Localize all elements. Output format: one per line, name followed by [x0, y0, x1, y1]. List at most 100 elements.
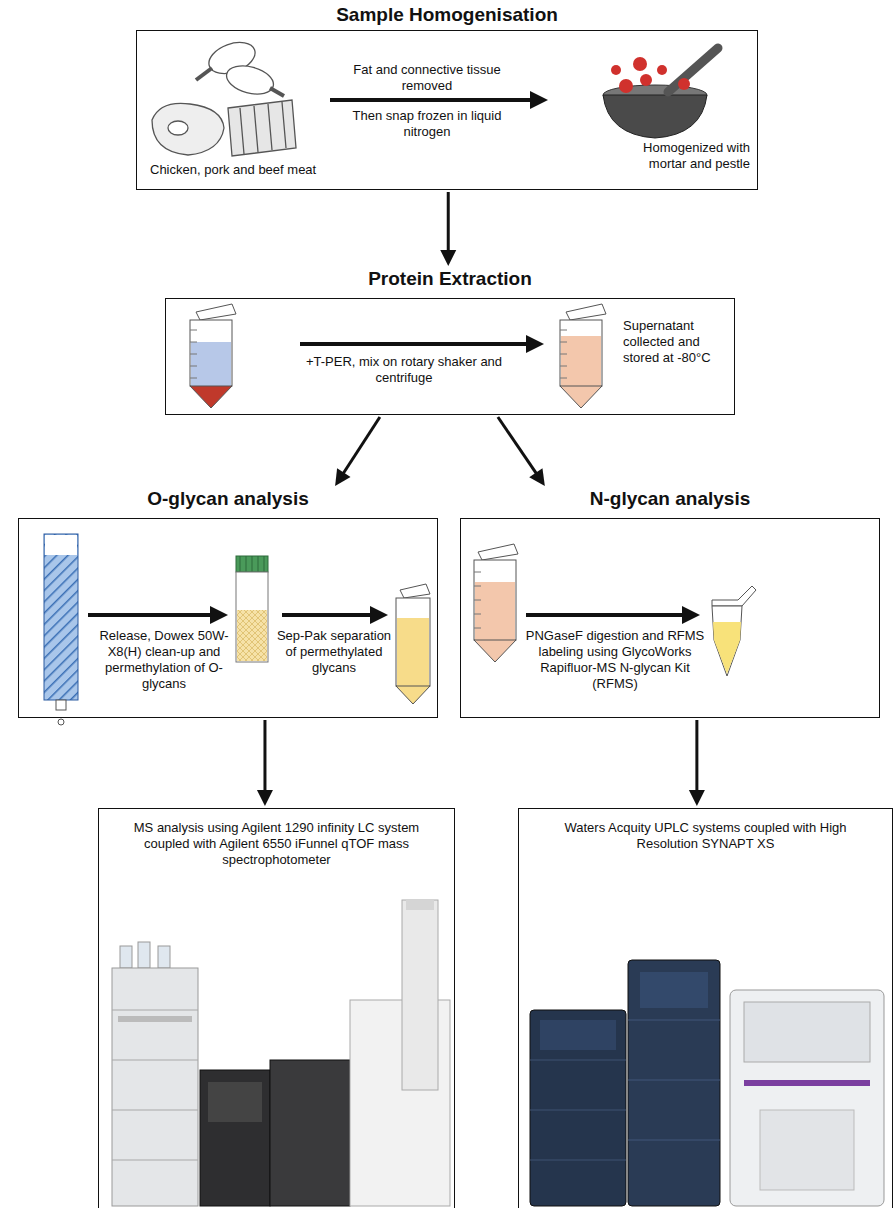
- illustration-part: [58, 719, 64, 725]
- illustration-part: [530, 1010, 626, 1206]
- process-arrow: [526, 606, 700, 624]
- vial: [236, 556, 268, 662]
- illustration-part: [152, 103, 224, 155]
- illustration-part: [208, 1082, 262, 1122]
- illustration-part: [619, 79, 633, 93]
- tube: [396, 584, 430, 704]
- illustration-part: [478, 544, 518, 560]
- flow-arrow: [440, 192, 456, 266]
- illustration-part: [168, 121, 188, 135]
- process-box: N-glycan analysisPNGaseF digestion and R…: [460, 488, 880, 718]
- illustration-part: [88, 613, 212, 617]
- illustration-part: [760, 1110, 854, 1190]
- step-text: Release, Dowex 50W-X8(H) clean-up and pe…: [86, 628, 242, 691]
- illustration-part: [744, 1080, 870, 1086]
- box-heading: Protein Extraction: [165, 268, 735, 291]
- illustration-part: [190, 330, 197, 378]
- illustration-part: [540, 1020, 616, 1050]
- illustration-part: [628, 960, 720, 1206]
- step-text: Supernatant collected and stored at -80°…: [623, 318, 729, 366]
- illustration-part: [530, 91, 548, 109]
- box-heading: Sample Homogenisation: [136, 4, 758, 27]
- illustration-part: [566, 304, 606, 320]
- illustration-part: [406, 900, 434, 910]
- illustration-part: [475, 582, 515, 640]
- process-arrow: [300, 335, 544, 353]
- step-text: Fat and connective tissue removed: [332, 62, 522, 94]
- illustration-part: [228, 100, 296, 156]
- process-arrow: [88, 606, 228, 624]
- illustration-part: [560, 330, 567, 378]
- illustration-part: [657, 65, 667, 75]
- illustration-part: [210, 606, 228, 624]
- illustration-part: [56, 700, 66, 710]
- illustration-part: [112, 968, 198, 1206]
- illustration-part: [560, 386, 602, 408]
- illustration-part: [682, 606, 700, 624]
- arrow-line: [263, 720, 266, 792]
- illustration-part: [678, 78, 690, 90]
- instrument-box: MS analysis using Agilent 1290 infinity …: [98, 808, 455, 1208]
- box-outline: [18, 518, 438, 718]
- illustration-part: [603, 95, 707, 138]
- lc-ms-instrument: [112, 900, 450, 1206]
- arrowhead: [335, 468, 350, 486]
- illustration-part: [223, 61, 276, 99]
- illustration-part: [611, 65, 621, 75]
- illustration-part: [397, 618, 429, 686]
- step-text: Then snap frozen in liquid nitrogen: [332, 108, 522, 140]
- arrowhead: [689, 790, 705, 806]
- illustration-part: [236, 556, 268, 572]
- illustration-part: [628, 1020, 720, 1140]
- flow-arrow: [257, 720, 273, 806]
- illustration-part: [713, 622, 741, 674]
- eppendorf-tube: [712, 586, 756, 676]
- step-text: PNGaseF digestion and RFMS labeling usin…: [520, 628, 710, 691]
- uplc-ms-instrument: [530, 960, 884, 1206]
- illustration-part: [396, 686, 430, 704]
- illustration-part: [730, 990, 884, 1206]
- flow-arrow: [498, 417, 545, 486]
- illustration-part: [370, 606, 388, 624]
- step-text: MS analysis using Agilent 1290 infinity …: [116, 820, 437, 868]
- step-text: Homogenized with mortar and pestle: [620, 140, 750, 172]
- illustration-part: [633, 57, 647, 71]
- illustration-part: [712, 606, 742, 676]
- illustration-part: [396, 598, 430, 686]
- illustration-part: [112, 1010, 198, 1160]
- process-box: Protein Extraction+T-PER, mix on rotary …: [165, 268, 735, 415]
- instrument-box: Waters Acquity UPLC systems coupled with…: [518, 808, 893, 1208]
- illustration-part: [240, 556, 264, 572]
- column: [44, 534, 78, 725]
- illustration-part: [270, 1060, 350, 1206]
- process-arrow: [282, 606, 388, 624]
- illustration-part: [474, 640, 516, 662]
- step-text: Sep-Pak separation of permethylated glyc…: [276, 628, 392, 676]
- flow-arrow: [335, 417, 380, 486]
- illustration-part: [237, 610, 267, 661]
- illustration-part: [190, 386, 232, 408]
- illustration-part: [526, 335, 544, 353]
- illustration-part: [640, 972, 708, 1008]
- illustration-part: [474, 560, 516, 640]
- illustration-part: [240, 102, 286, 154]
- box-heading: O-glycan analysis: [18, 488, 438, 511]
- illustration-part: [190, 320, 232, 386]
- illustration-part: [560, 320, 602, 386]
- falcon-tube: [474, 544, 518, 662]
- illustration-part: [120, 946, 132, 968]
- illustration-part: [474, 572, 481, 628]
- illustration-part: [118, 1016, 192, 1022]
- illustration-part: [158, 946, 170, 968]
- illustration-part: [526, 613, 684, 617]
- illustration-part: [270, 88, 284, 96]
- illustration-part: [530, 1060, 626, 1160]
- box-heading: N-glycan analysis: [460, 488, 880, 511]
- arrow-line: [498, 417, 537, 474]
- arrowhead: [257, 790, 273, 806]
- arrow-line: [447, 192, 450, 252]
- illustration-part: [191, 342, 231, 386]
- illustration-part: [640, 74, 652, 86]
